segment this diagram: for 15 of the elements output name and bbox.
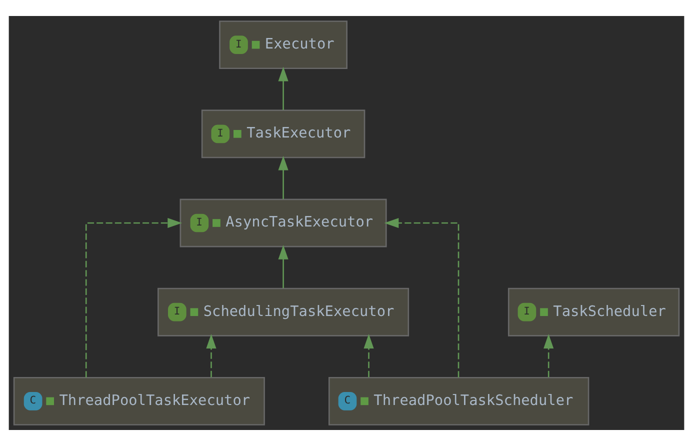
arrow [544, 334, 554, 378]
arrow [278, 244, 288, 288]
node-box: I AsyncTaskExecutor [180, 198, 387, 248]
node-box: C ThreadPoolTaskExecutor [13, 376, 265, 426]
arrow [278, 66, 288, 110]
arrow [206, 334, 216, 378]
arrow [384, 218, 460, 378]
node-box: C ThreadPoolTaskScheduler [328, 376, 590, 426]
node-box: I TaskExecutor [201, 110, 366, 158]
arrow [85, 218, 182, 378]
node-box: I Executor [219, 20, 348, 70]
node-box: I SchedulingTaskExecutor [158, 288, 410, 336]
arrow [364, 334, 374, 378]
node-box: I TaskScheduler [508, 288, 680, 336]
arrow [278, 156, 288, 200]
